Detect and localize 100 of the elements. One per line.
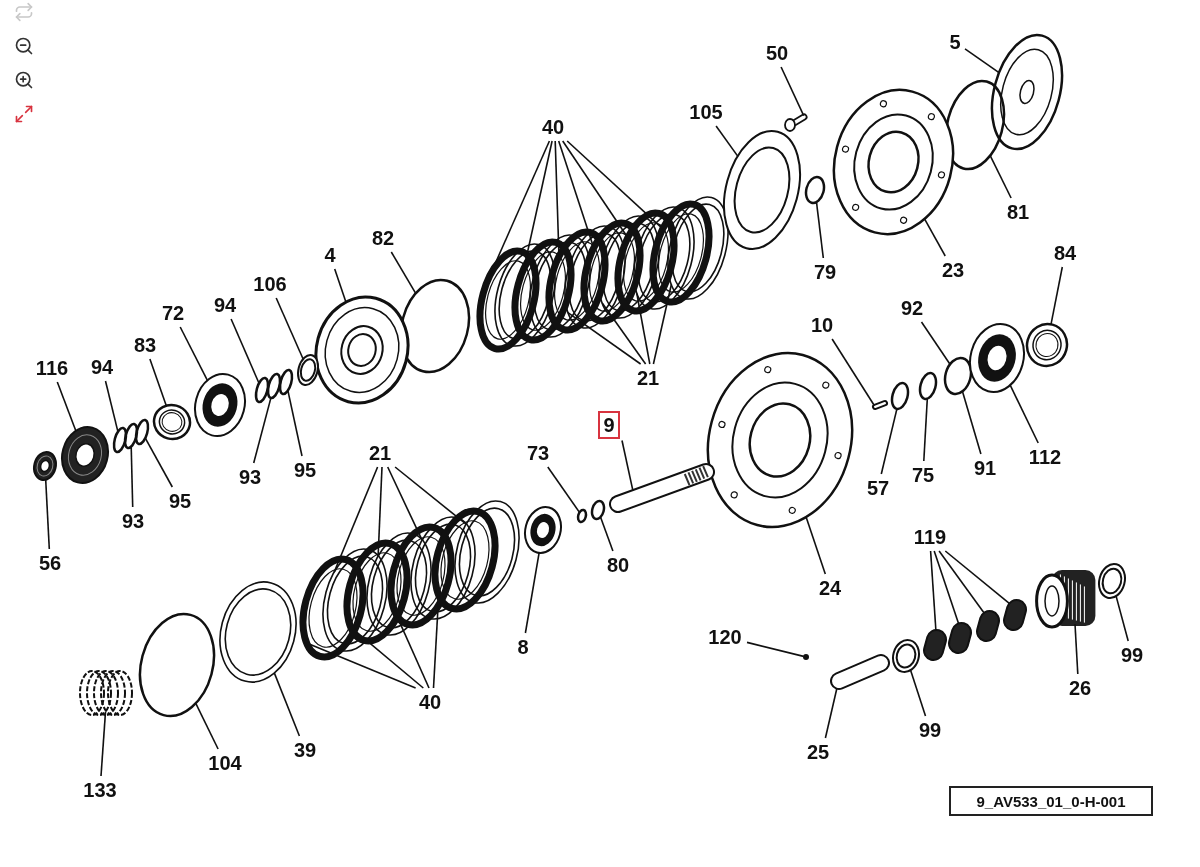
leader-line (547, 466, 581, 514)
seal-ring (968, 322, 1026, 394)
leader-line (333, 466, 379, 573)
leader-line (56, 381, 77, 432)
leader-line (933, 550, 960, 625)
callout-number: 9 (598, 411, 620, 439)
washer (891, 638, 921, 674)
callout-number: 99 (916, 718, 944, 742)
callout-number: 105 (686, 100, 726, 124)
steel-plate (408, 514, 478, 622)
steel-plate (217, 579, 299, 685)
leader-line (938, 550, 986, 614)
leader-line (599, 516, 614, 552)
o-ring (134, 418, 150, 446)
leader-line (636, 292, 651, 365)
callout-number: 56 (36, 551, 64, 575)
washer (722, 129, 802, 251)
leader-line (275, 297, 304, 360)
bearing (60, 425, 110, 485)
leader-line (815, 201, 825, 259)
callout-number: 10 (808, 313, 836, 337)
o-ring (278, 368, 294, 396)
washer (296, 353, 320, 387)
leader-line (179, 326, 209, 382)
callout-number: 25 (804, 740, 832, 764)
leader-line (964, 48, 1000, 74)
friction-disc (613, 208, 680, 317)
leader-line (195, 702, 219, 750)
callout-number: 120 (705, 625, 745, 649)
steel-plate (561, 222, 628, 331)
leader-line (1009, 384, 1039, 444)
pin (828, 652, 892, 692)
callout-number: 50 (763, 41, 791, 65)
leader-line (746, 641, 805, 658)
callout-number: 82 (369, 226, 397, 250)
callout-number: 116 (32, 356, 72, 380)
housing (830, 87, 956, 237)
steel-plate (320, 546, 390, 654)
leader-line (652, 283, 673, 365)
callout-number: 75 (909, 463, 937, 487)
callout-number: 79 (811, 260, 839, 284)
callout-number: 93 (236, 465, 264, 489)
leader-line (780, 66, 805, 117)
leader-line (287, 389, 303, 457)
leader-line (230, 318, 260, 384)
callout-number: 84 (1051, 241, 1079, 265)
callout-number: 5 (947, 30, 963, 54)
leader-line (824, 687, 838, 739)
o-ring (804, 175, 826, 205)
callout-number: 40 (539, 115, 567, 139)
callout-number: 83 (131, 333, 159, 357)
callout-number: 40 (416, 690, 444, 714)
leader-line (880, 408, 898, 475)
callout-number: 104 (205, 751, 245, 775)
friction-disc (298, 554, 368, 662)
callout-number: 119 (910, 525, 950, 549)
callout-number: 73 (524, 441, 552, 465)
friction-disc (386, 522, 456, 630)
leader-line (377, 466, 383, 557)
leader-line (394, 466, 467, 525)
leader-line (566, 311, 642, 365)
seal-ring (523, 505, 563, 555)
callout-number: 39 (291, 738, 319, 762)
leader-line (961, 390, 982, 455)
o-ring (890, 381, 910, 411)
leader-line (524, 552, 540, 634)
roller (1001, 597, 1029, 633)
roller (946, 620, 974, 656)
steel-plate (452, 498, 522, 606)
leader-line (715, 125, 739, 157)
friction-disc (342, 538, 412, 646)
steel-plate (665, 194, 732, 303)
callout-number: 81 (1004, 200, 1032, 224)
o-ring (576, 508, 588, 524)
steel-plate (596, 213, 663, 322)
callout-number: 91 (971, 456, 999, 480)
callout-number: 57 (864, 476, 892, 500)
callout-number: 80 (604, 553, 632, 577)
o-ring (254, 376, 270, 404)
steel-plate (630, 203, 697, 312)
leader-line (944, 550, 1011, 605)
piston (314, 295, 410, 405)
leader-line (566, 140, 664, 230)
leader-line (923, 217, 946, 257)
leader-line (273, 672, 301, 737)
cover (990, 33, 1064, 151)
leader-line (1074, 623, 1079, 675)
bearing (32, 450, 58, 482)
friction-disc (475, 246, 541, 354)
callout-number: 94 (88, 355, 116, 379)
leader-line (805, 516, 827, 575)
friction-disc (509, 236, 576, 345)
callout-number: 21 (366, 441, 394, 465)
leader-line (621, 439, 634, 492)
callout-number: 92 (898, 296, 926, 320)
leader-line (104, 380, 119, 433)
leader-line (929, 550, 937, 632)
leader-line (561, 140, 629, 239)
bolt (784, 112, 810, 132)
shaft (607, 461, 717, 515)
